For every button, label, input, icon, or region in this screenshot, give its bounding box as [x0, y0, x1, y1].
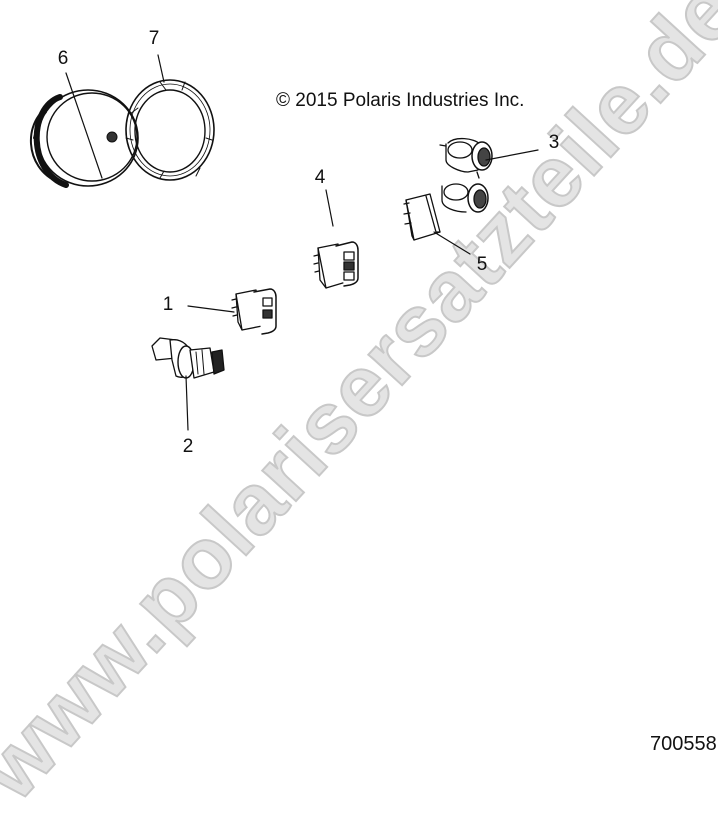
- callout-2: 2: [182, 436, 194, 457]
- part-1-rocker-switch-icon: [231, 288, 277, 335]
- callout-6: 6: [57, 48, 69, 69]
- callout-4: 4: [314, 167, 326, 188]
- callout-3: 3: [548, 132, 560, 153]
- part-6-gauge-housing-icon: [29, 89, 139, 188]
- part-5-switch-socket-assembly-icon: [403, 183, 489, 241]
- copyright-notice: © 2015 Polaris Industries Inc.: [276, 90, 525, 111]
- part-2-ignition-switch-icon: [151, 337, 225, 379]
- callout-1: 1: [162, 294, 174, 315]
- callout-7: 7: [148, 28, 160, 49]
- part-4-rocker-switch-icon: [313, 241, 359, 289]
- parts-drawing: [29, 54, 539, 431]
- leader-lines: [65, 54, 539, 431]
- callout-5: 5: [476, 254, 488, 275]
- figure-number: 700558: [650, 733, 717, 755]
- part-7-retaining-ring-icon: [125, 79, 215, 181]
- part-3-power-socket-icon: [439, 137, 493, 179]
